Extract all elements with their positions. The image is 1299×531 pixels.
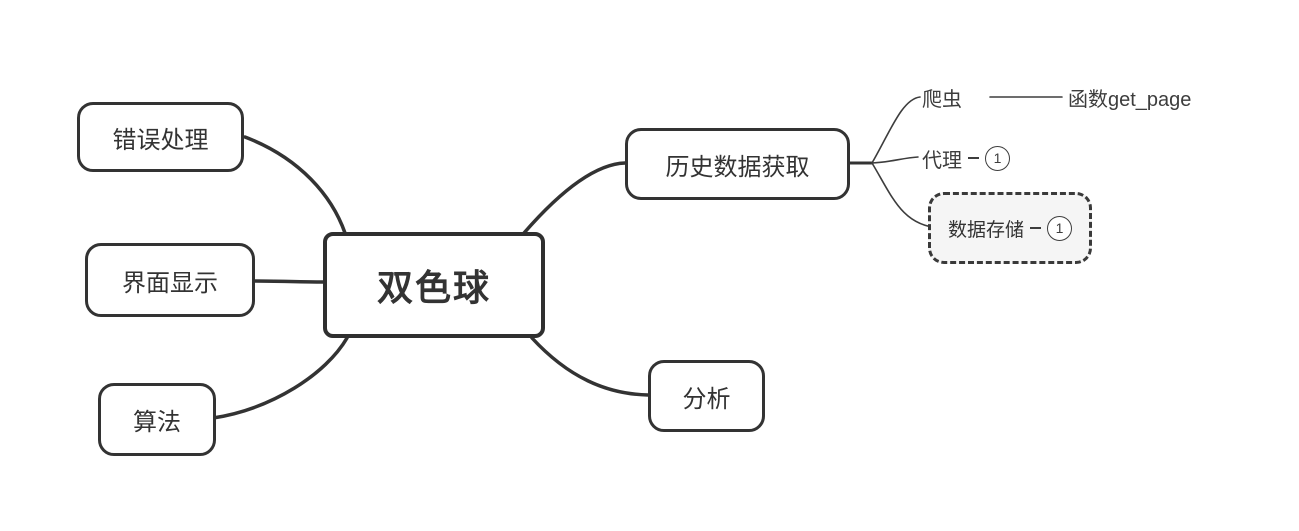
node-data-storage-label: 数据存储: [947, 219, 1024, 241]
node-error-handling-label: 错误处理: [112, 126, 209, 154]
node-algorithm[interactable]: 算法: [98, 383, 216, 456]
node-get-page-function[interactable]: 函数get_page: [1068, 84, 1192, 111]
node-analysis[interactable]: 分析: [648, 360, 765, 432]
edge-root-ui-display: [253, 279, 325, 284]
badge-proxy-count-value: 1: [993, 150, 1002, 166]
badge-proxy-count[interactable]: 1: [985, 145, 1010, 171]
node-algorithm-label: 算法: [133, 409, 181, 436]
badge-storage-count[interactable]: 1: [1047, 215, 1072, 241]
node-ui-display-label: 界面显示: [122, 269, 218, 297]
badge-connector-dash: [1030, 227, 1041, 229]
node-crawler[interactable]: 爬虫: [922, 84, 962, 111]
badge-connector-dash: [968, 157, 979, 159]
edge-root-history-data: [522, 161, 627, 235]
node-ui-display[interactable]: 界面显示: [85, 243, 255, 317]
node-root-label: 双色球: [376, 267, 491, 308]
edge-root-analysis: [530, 336, 650, 397]
node-error-handling[interactable]: 错误处理: [77, 102, 244, 172]
node-get-page-function-label: 函数get_page: [1068, 88, 1192, 111]
node-history-data-fetch[interactable]: 历史数据获取: [625, 128, 850, 200]
node-analysis-label: 分析: [682, 385, 731, 413]
edge-root-error-handling: [243, 135, 347, 235]
node-crawler-label: 爬虫: [922, 88, 962, 111]
node-history-data-fetch-label: 历史数据获取: [665, 153, 810, 181]
node-root[interactable]: 双色球: [323, 232, 545, 338]
edge-root-algorithm: [211, 336, 349, 420]
node-data-storage[interactable]: 数据存储 1: [928, 192, 1092, 264]
edge-history-proxy: [871, 156, 919, 164]
node-proxy[interactable]: 代理 1: [922, 144, 1010, 172]
badge-storage-count-value: 1: [1055, 220, 1064, 236]
edge-history-crawler: [871, 96, 921, 164]
node-proxy-label: 代理: [922, 149, 962, 172]
